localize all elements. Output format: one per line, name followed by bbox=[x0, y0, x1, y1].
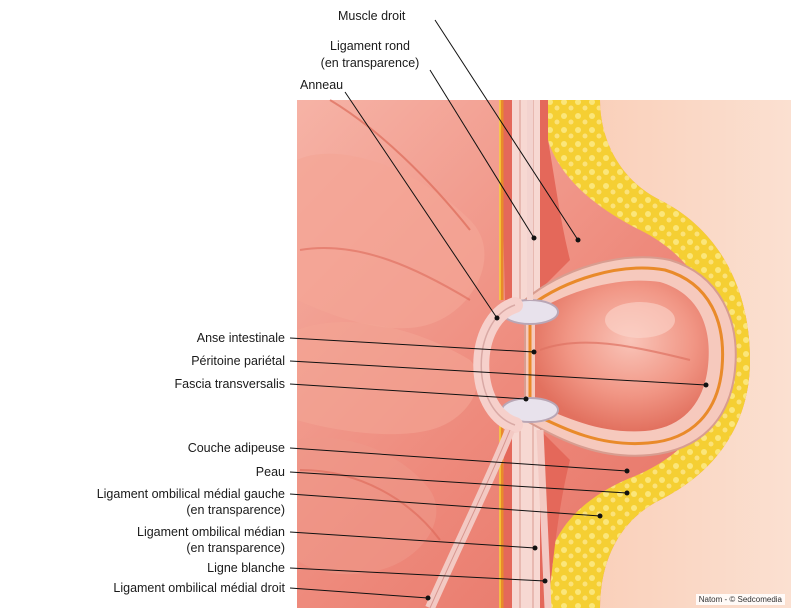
label-lig-omb-median: Ligament ombilical médian bbox=[5, 525, 285, 539]
dot-anse bbox=[532, 350, 537, 355]
dot-lig-omb-med-gauche bbox=[598, 514, 603, 519]
hernia-sac bbox=[525, 257, 736, 455]
dot-ligne-blanche bbox=[543, 579, 548, 584]
label-ligament-rond: Ligament rond bbox=[300, 39, 440, 53]
dot-peritoine bbox=[704, 383, 709, 388]
dot-fascia bbox=[524, 397, 529, 402]
dot-peau bbox=[625, 491, 630, 496]
label-lig-omb-med-gauche-sub: (en transparence) bbox=[5, 503, 285, 517]
label-couche-adipeuse: Couche adipeuse bbox=[40, 441, 285, 455]
label-ligne-blanche: Ligne blanche bbox=[5, 561, 285, 575]
credit-text: Natom - © Sedcomedia bbox=[696, 594, 785, 605]
label-fascia-transversalis: Fascia transversalis bbox=[40, 377, 285, 391]
label-peritoine-parietal: Péritoine pariétal bbox=[40, 354, 285, 368]
label-lig-omb-med-gauche: Ligament ombilical médial gauche bbox=[5, 487, 285, 501]
label-anneau: Anneau bbox=[300, 78, 343, 92]
label-lig-omb-med-droit: Ligament ombilical médial droit bbox=[5, 581, 285, 595]
dot-lig-omb-median bbox=[533, 546, 538, 551]
label-lig-omb-median-sub: (en transparence) bbox=[5, 541, 285, 555]
dot-anneau bbox=[495, 316, 500, 321]
dot-lig-omb-med-droit bbox=[426, 596, 431, 601]
label-muscle-droit: Muscle droit bbox=[338, 9, 405, 23]
dot-couche-adipeuse bbox=[625, 469, 630, 474]
dot-ligament-rond bbox=[532, 236, 537, 241]
dot-muscle-droit bbox=[576, 238, 581, 243]
label-peau: Peau bbox=[40, 465, 285, 479]
label-ligament-rond-sub: (en transparence) bbox=[290, 56, 450, 70]
label-anse-intestinale: Anse intestinale bbox=[40, 331, 285, 345]
